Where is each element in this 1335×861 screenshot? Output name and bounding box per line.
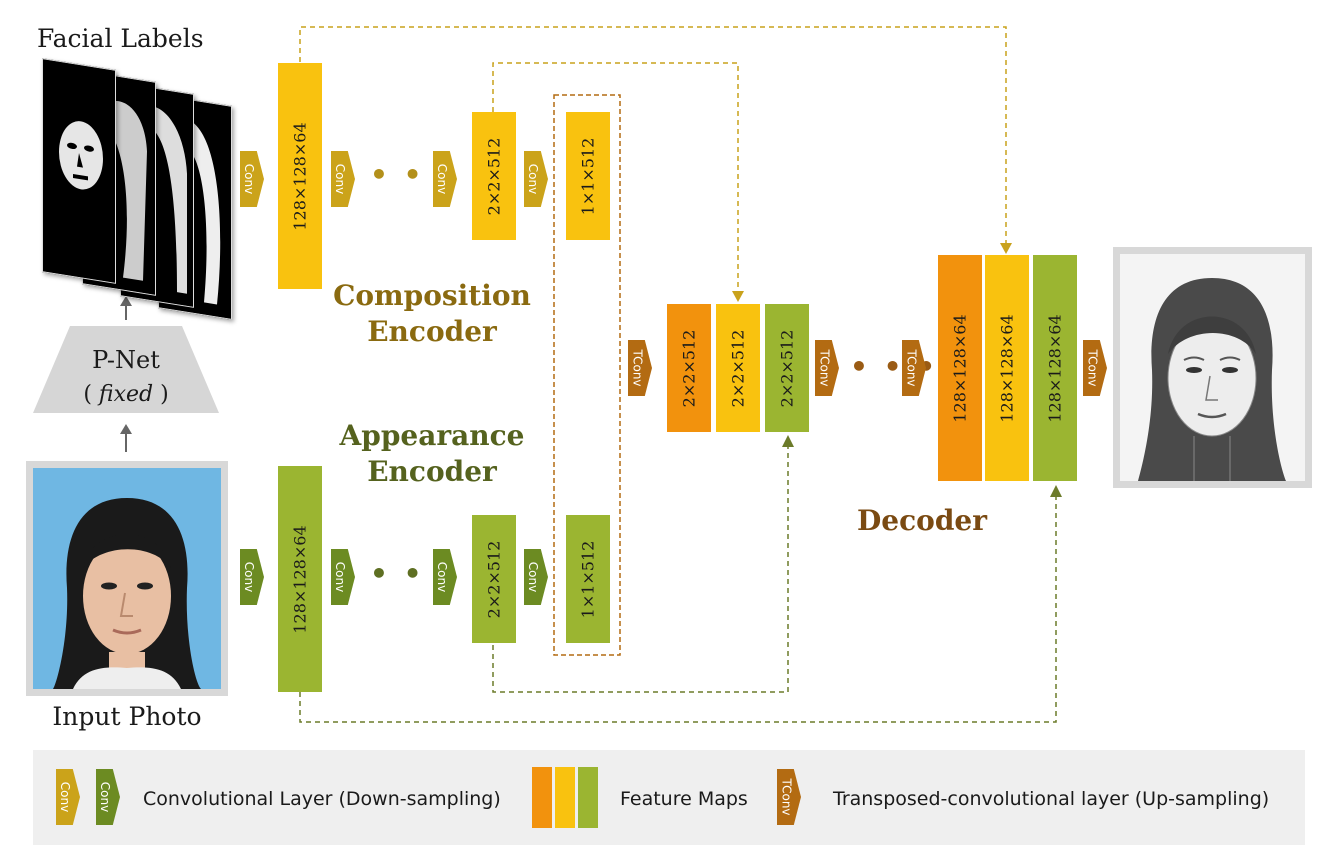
pnet-label: P-Net (92, 346, 160, 374)
feature-map-app-1: 128×128×64 (278, 466, 322, 692)
input-photo (33, 468, 221, 689)
legend: Conv Conv Convolutional Layer (Down-samp… (33, 750, 1305, 845)
input-photo-frame (26, 461, 228, 696)
pnet-to-labels-arrow (120, 296, 132, 306)
feature-map-comp-1: 128×128×64 (278, 63, 322, 289)
feature-map-dec-a1: 2×2×512 (667, 304, 711, 432)
skip-arrow-app1 (1050, 485, 1062, 497)
feature-map-dec-b2: 128×128×64 (985, 255, 1029, 481)
skip-line-app1 (299, 496, 1057, 723)
skip-line-comp1 (299, 26, 1007, 244)
output-sketch (1120, 254, 1305, 481)
input-photo-title: Input Photo (52, 702, 202, 731)
legend-tconv-text: Transposed-convolutional layer (Up-sampl… (833, 788, 1270, 810)
feature-map-dec-a3: 2×2×512 (765, 304, 809, 432)
feature-map-comp-2: 2×2×512 (472, 112, 516, 240)
latent-concat-box (553, 94, 621, 656)
facial-labels-stack (40, 58, 240, 320)
feature-map-dec-a2: 2×2×512 (716, 304, 760, 432)
legend-conv-text: Convolutional Layer (Down-sampling) (143, 788, 501, 810)
legend-conv-green-icon: Conv (96, 769, 120, 825)
feature-map-dec-b1: 128×128×64 (938, 255, 982, 481)
skip-line-comp2 (492, 62, 739, 292)
legend-conv-yellow-icon: Conv (56, 769, 80, 825)
feature-map-dec-b3: 128×128×64 (1033, 255, 1077, 481)
skip-arrow-comp2 (732, 291, 744, 302)
feature-map-comp-3: 1×1×512 (566, 112, 610, 240)
legend-feature-text: Feature Maps (620, 788, 748, 810)
output-sketch-frame (1113, 247, 1312, 488)
facial-labels-title: Facial Labels (37, 24, 204, 53)
legend-tconv-icon: TConv (777, 769, 801, 825)
pnet-block (33, 326, 219, 413)
skip-arrow-app2 (782, 435, 794, 447)
pnet-fixed-label: ( fixed ) (83, 382, 169, 407)
feature-map-app-3: 1×1×512 (566, 515, 610, 643)
facial-label-map-1 (42, 58, 116, 284)
legend-feature-orange (532, 767, 552, 828)
photo-to-pnet-arrow (120, 424, 132, 434)
skip-arrow-comp1 (1000, 243, 1012, 254)
feature-map-app-2: 2×2×512 (472, 515, 516, 643)
legend-feature-green (578, 767, 598, 828)
legend-feature-yellow (555, 767, 575, 828)
decoder-title: Decoder (857, 504, 987, 537)
